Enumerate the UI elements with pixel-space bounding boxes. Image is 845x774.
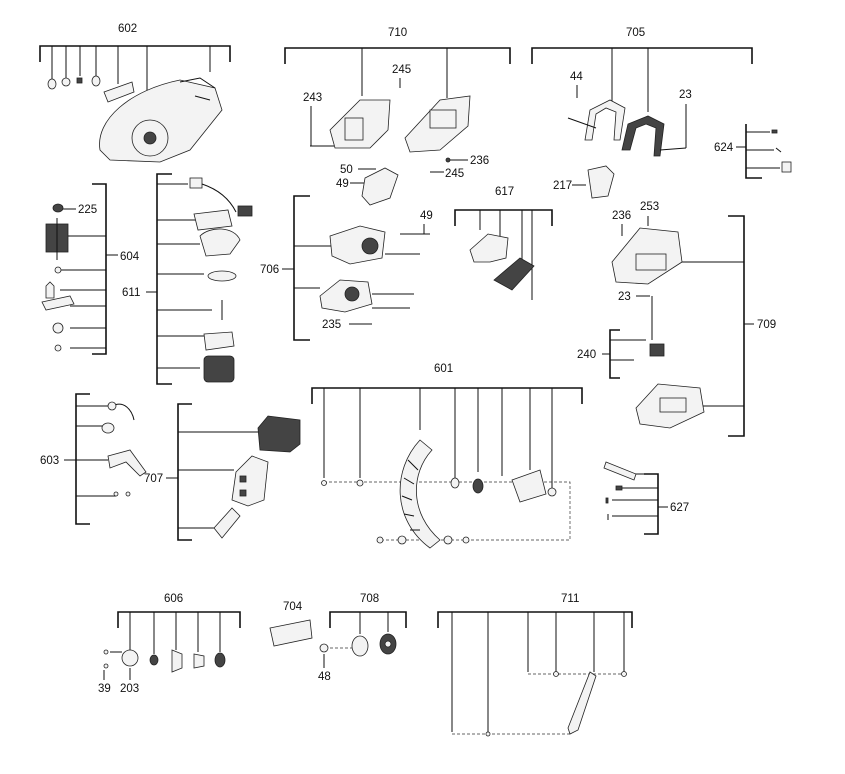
label-704[interactable]: 704 bbox=[283, 601, 303, 613]
switch-module bbox=[231, 455, 269, 507]
label-710[interactable]: 710 bbox=[388, 27, 407, 39]
stator bbox=[203, 355, 235, 383]
battery-mount-top bbox=[611, 227, 683, 285]
label-243[interactable]: 243 bbox=[303, 92, 322, 104]
label-245-top[interactable]: 245 bbox=[392, 64, 411, 76]
label-49-top[interactable]: 49 bbox=[336, 178, 349, 190]
group-706: 706 49 235 bbox=[260, 195, 433, 341]
label-44[interactable]: 44 bbox=[570, 71, 583, 83]
label-203[interactable]: 203 bbox=[120, 683, 139, 695]
handle-bracket-right bbox=[621, 115, 665, 157]
group-711: 711 bbox=[437, 593, 633, 737]
blade-guard-housing bbox=[99, 77, 223, 163]
label-23-top[interactable]: 23 bbox=[679, 89, 692, 101]
handle-bracket-left bbox=[584, 99, 626, 141]
depth-lever bbox=[567, 671, 597, 735]
label-48[interactable]: 48 bbox=[318, 671, 331, 683]
label-236-right[interactable]: 236 bbox=[612, 210, 631, 222]
label-253[interactable]: 253 bbox=[640, 201, 659, 213]
label-235[interactable]: 235 bbox=[322, 319, 341, 331]
label-708[interactable]: 708 bbox=[360, 593, 379, 605]
group-709: 709 236 253 23 240 bbox=[577, 201, 776, 437]
battery-mount-bottom bbox=[635, 383, 705, 429]
gear-housing-top bbox=[329, 225, 386, 265]
label-606[interactable]: 606 bbox=[164, 593, 183, 605]
group-707: 707 bbox=[144, 403, 301, 541]
motor-housing-right bbox=[404, 95, 471, 153]
motor-housing-left bbox=[329, 99, 391, 149]
group-603: 603 bbox=[40, 393, 147, 525]
label-603[interactable]: 603 bbox=[40, 455, 59, 467]
group-611: 611 bbox=[122, 173, 253, 385]
label-23-right[interactable]: 23 bbox=[618, 291, 631, 303]
gear-housing-bottom bbox=[319, 279, 373, 313]
label-236-top[interactable]: 236 bbox=[470, 155, 489, 167]
label-39[interactable]: 39 bbox=[98, 683, 111, 695]
group-601: 601 bbox=[311, 363, 583, 549]
group-617: 617 bbox=[454, 186, 553, 300]
label-601[interactable]: 601 bbox=[434, 363, 453, 375]
label-624[interactable]: 624 bbox=[714, 142, 734, 154]
label-225[interactable]: 225 bbox=[78, 204, 97, 216]
label-707[interactable]: 707 bbox=[144, 473, 163, 485]
saw-blade-guard bbox=[399, 439, 441, 549]
group-602: 602 bbox=[39, 23, 231, 163]
label-50[interactable]: 50 bbox=[340, 164, 353, 176]
label-711[interactable]: 711 bbox=[561, 593, 579, 605]
label-217[interactable]: 217 bbox=[553, 180, 572, 192]
group-624: 624 bbox=[714, 124, 792, 179]
label-602[interactable]: 602 bbox=[118, 23, 137, 35]
group-704: 704 bbox=[269, 601, 313, 647]
group-705: 705 44 23 217 bbox=[531, 27, 753, 199]
group-708: 708 48 bbox=[318, 593, 407, 683]
group-604: 604 225 bbox=[41, 183, 140, 355]
label-240[interactable]: 240 bbox=[577, 349, 596, 361]
group-710: 710 245 243 236 50 245 49 bbox=[284, 27, 511, 206]
armature bbox=[45, 218, 69, 260]
group-606: 606 39 203 bbox=[98, 593, 241, 695]
label-709[interactable]: 709 bbox=[757, 319, 776, 331]
group-627: 627 bbox=[603, 461, 689, 535]
label-245-bottom[interactable]: 245 bbox=[445, 168, 464, 180]
label-706[interactable]: 706 bbox=[260, 264, 279, 276]
brush-holder bbox=[361, 167, 399, 206]
battery-pack bbox=[257, 415, 301, 453]
label-705[interactable]: 705 bbox=[626, 27, 645, 39]
label-604[interactable]: 604 bbox=[120, 251, 140, 263]
label-627[interactable]: 627 bbox=[670, 502, 689, 514]
label-49-mid[interactable]: 49 bbox=[420, 210, 433, 222]
label-617[interactable]: 617 bbox=[495, 186, 514, 198]
label-611[interactable]: 611 bbox=[122, 287, 140, 299]
